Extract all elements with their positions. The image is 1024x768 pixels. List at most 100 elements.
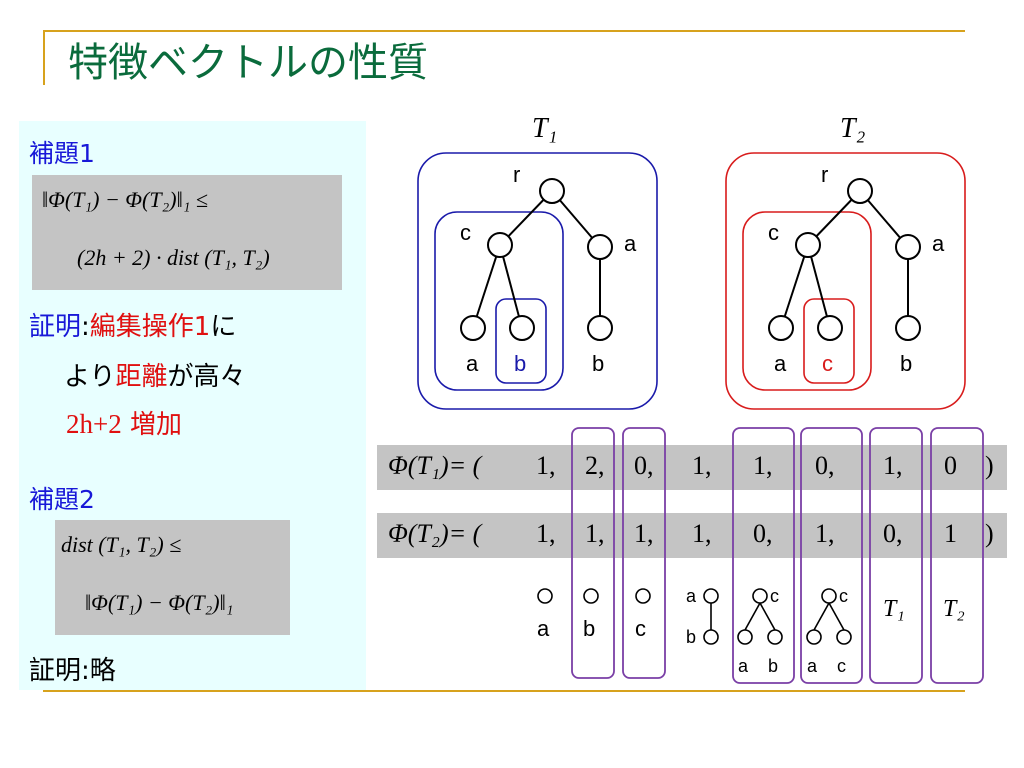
t2-label-r: r xyxy=(821,162,828,187)
feature-patterns xyxy=(537,588,852,645)
feature-ab-top-label: a xyxy=(686,586,697,606)
phi-t1-label-text: Φ(T₁)= ( xyxy=(388,451,482,480)
phi-t1-v5: 1, xyxy=(753,451,773,480)
feature-cab-left-label: a xyxy=(738,656,749,676)
proof1-head: 証明 xyxy=(29,312,82,342)
feature-cac-right-label: c xyxy=(837,656,846,676)
phi-t2-label-text: Φ(T₂)= ( xyxy=(388,519,482,548)
feature-cac-right-node xyxy=(836,629,852,645)
feature-cac-top-label: c xyxy=(839,586,848,606)
feature-ab-bottom-node xyxy=(703,629,719,645)
t1-label-a: a xyxy=(624,231,637,256)
feature-cac-edge-right xyxy=(828,602,845,631)
feature-b-label: b xyxy=(583,616,595,641)
feature-cab-edge-right xyxy=(759,602,776,631)
feature-labels: a b c a b c a b c a c T₁ T₂ xyxy=(537,586,965,676)
lemma2-formula: dist (T₁, T₂) ≤ ‖Φ(T₁) − Φ(T₂)‖₁ xyxy=(55,520,290,635)
feature-box-c-ac xyxy=(800,427,863,684)
t1-node-r xyxy=(539,178,565,204)
tree-t2: r c a a c b T₂ xyxy=(725,113,966,410)
t2-node-a xyxy=(895,234,921,260)
feature-box-c-ab xyxy=(732,427,795,684)
feature-cac-edge-left xyxy=(813,602,830,631)
t2-leaf-box xyxy=(803,298,855,384)
feature-cab-left-node xyxy=(737,629,753,645)
feature-c-label: c xyxy=(635,616,646,641)
feature-box-t2 xyxy=(930,427,984,684)
phi-t2-v4: 1, xyxy=(692,519,712,548)
t1-node-leaf-b2 xyxy=(587,315,613,341)
phi-t2-v6: 1, xyxy=(815,519,835,548)
t2-node-leaf-c xyxy=(817,315,843,341)
phi-t2-v7: 0, xyxy=(883,519,903,548)
feature-box-b xyxy=(571,427,615,679)
proof1-edit-op: 編集操作1 xyxy=(89,312,211,342)
phi-t1-v4: 1, xyxy=(692,451,712,480)
phi-t1-v6: 0, xyxy=(815,451,835,480)
top-accent-line xyxy=(43,30,965,32)
t1-leaf-box xyxy=(495,298,547,384)
phi-t2-row xyxy=(377,513,1007,558)
feature-cac-left-node xyxy=(806,629,822,645)
feature-ab-bottom-label: b xyxy=(686,627,696,647)
phi-t1-v3: 0, xyxy=(634,451,654,480)
t2-edge-c-a xyxy=(780,244,809,329)
lemma1-label: 補題1 xyxy=(29,139,95,168)
feature-cab-top-label: c xyxy=(770,586,779,606)
feature-cab-right-node xyxy=(767,629,783,645)
t1-label-r: r xyxy=(513,162,520,187)
feature-cac-left-label: a xyxy=(807,656,818,676)
phi-t2-v1: 1, xyxy=(536,519,556,548)
phi-t2-v5: 0, xyxy=(753,519,773,548)
proof1-increase-word: 増加 xyxy=(130,410,183,440)
lemma2-formula-line1: dist (T₁, T₂) ≤ xyxy=(61,532,182,557)
phi-t2-close: ) xyxy=(985,519,994,548)
feature-c-node xyxy=(635,588,651,604)
t2-title: T₂ xyxy=(840,113,866,144)
t1-label-leaf-a: a xyxy=(466,351,479,376)
t2-node-r xyxy=(847,178,873,204)
t1-title: T₁ xyxy=(532,113,557,144)
phi-t1-close: ) xyxy=(985,451,994,480)
proof1-distance: 距離 xyxy=(115,362,168,392)
slide-title: 特徴ベクトルの性質 xyxy=(68,40,428,86)
phi-t1-v8: 0 xyxy=(944,451,957,480)
t1-label-leaf-b: b xyxy=(514,351,526,376)
lemma2-label: 補題2 xyxy=(29,485,95,514)
feature-cac-top-node xyxy=(821,588,837,604)
proof1-colon: : xyxy=(81,312,90,342)
feature-cab-right-label: b xyxy=(768,656,778,676)
tree-t1: r c a a b b T₁ xyxy=(417,113,658,410)
lemma1-formula-line2: (2h + 2) · dist (T₁, T₂) xyxy=(77,245,270,270)
lemma1-formula: ‖Φ(T₁) − Φ(T₂)‖₁ ≤ (2h + 2) · dist (T₁, … xyxy=(32,175,342,290)
feature-cab-top-node xyxy=(752,588,768,604)
t2-node-leaf-a xyxy=(768,315,794,341)
t1-node-a xyxy=(587,234,613,260)
feature-t1-label: T₁ xyxy=(883,596,905,622)
feature-t2-label: T₂ xyxy=(943,596,965,622)
title-accent-bar xyxy=(43,30,45,85)
proof1-yori: より xyxy=(64,362,116,392)
lemma1-formula-line1: ‖Φ(T₁) − Φ(T₂)‖₁ ≤ xyxy=(42,187,208,212)
proof1-line2: より距離が高々 xyxy=(64,356,246,393)
feature-box-t1 xyxy=(869,427,923,684)
t2-edge-c-c xyxy=(807,244,831,329)
proof1-line1: 証明:編集操作1に xyxy=(29,306,236,343)
t1-node-c xyxy=(487,232,513,258)
lemma2-formula-line2: ‖Φ(T₁) − Φ(T₂)‖₁ xyxy=(85,590,234,615)
proof2: 証明:略 xyxy=(29,656,116,686)
phi-t1-v1: 1, xyxy=(536,451,556,480)
t2-node-c xyxy=(795,232,821,258)
t2-node-leaf-b xyxy=(895,315,921,341)
t1-edge-c-a xyxy=(472,244,501,329)
t1-node-leaf-a xyxy=(460,315,486,341)
feature-a-label: a xyxy=(537,616,550,641)
t2-label-leaf-c: c xyxy=(822,351,833,376)
t2-label-leaf-a: a xyxy=(774,351,787,376)
feature-a-node xyxy=(537,588,553,604)
proof1-increment-expr: 2h+2 xyxy=(66,409,122,439)
proof1-ni: に xyxy=(210,312,237,342)
feature-cab-edge-left xyxy=(744,602,761,631)
feature-b-node xyxy=(583,588,599,604)
